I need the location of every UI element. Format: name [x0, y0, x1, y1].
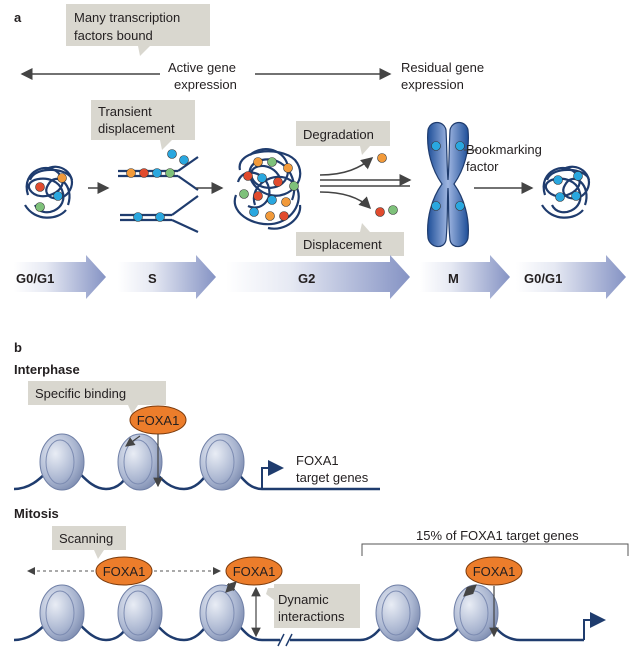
- panel-b-letter: b: [14, 340, 22, 355]
- displacement-callout: Displacement: [296, 223, 404, 256]
- tf-dots-g0g1-right: [553, 171, 583, 202]
- interphase-foxa1: FOXA1: [129, 405, 187, 435]
- interphase-heading: Interphase: [14, 362, 80, 377]
- interphase-nucleosome-2: [117, 433, 163, 491]
- specific-binding-callout: Specific binding: [28, 381, 166, 414]
- transient-callout: Transient displacement: [91, 100, 195, 150]
- degradation-callout: Degradation: [296, 121, 390, 155]
- active-expr-line2: expression: [174, 77, 237, 92]
- displaced-tf-dot-red: [375, 207, 385, 217]
- transient-line2: displacement: [98, 121, 175, 136]
- mitosis-foxa1-bound: FOXA1: [465, 556, 523, 586]
- mitosis-nucleosome-1: [39, 584, 85, 642]
- transient-line1: Transient: [98, 104, 152, 119]
- dynamic-line1: Dynamic: [278, 592, 329, 607]
- dynamic-line2: interactions: [278, 609, 345, 624]
- interphase-nucleosome-3: [199, 433, 245, 491]
- dynamic-callout: Dynamic interactions: [266, 584, 360, 628]
- active-expr-line1: Active gene: [168, 60, 236, 75]
- many-tf-line2: factors bound: [74, 28, 153, 43]
- mitosis-nucleosome-2: [117, 584, 163, 642]
- displaced-tf-dot-green: [388, 205, 398, 215]
- scanning-foxa1-label: FOXA1: [103, 564, 146, 579]
- target-genes-line1: FOXA1: [296, 453, 339, 468]
- phase-arrow-m: [420, 255, 510, 299]
- tf-dots-g2: [239, 157, 299, 221]
- interphase-tss-arrow: [261, 460, 284, 489]
- phase-label-s: S: [148, 271, 157, 286]
- degraded-tf-dot: [377, 153, 387, 163]
- bookmarking-line1: Bookmarking: [466, 142, 542, 157]
- mitosis-tss-arrow: [583, 612, 606, 640]
- phase-arrow-g0g1-left: [14, 255, 106, 299]
- dynamic-nucleosome-arrow: [225, 581, 237, 593]
- phase-label-g0g1-right: G0/G1: [524, 271, 562, 286]
- interphase-nucleosome-1: [39, 433, 85, 491]
- bound-foxa1-label: FOXA1: [473, 564, 516, 579]
- bookmarking-line2: factor: [466, 159, 499, 174]
- mitosis-foxa1-dynamic: FOXA1: [225, 556, 283, 586]
- mitosis-foxa1-scanning: FOXA1: [95, 556, 153, 586]
- interphase-foxa1-label: FOXA1: [137, 413, 180, 428]
- residual-expr-line1: Residual gene: [401, 60, 484, 75]
- dna-break-mark: [277, 633, 293, 647]
- mitosis-nucleosome-3: [199, 584, 245, 642]
- phase-label-g0g1-left: G0/G1: [16, 271, 54, 286]
- target-genes-line2: target genes: [296, 470, 369, 485]
- scanning-label: Scanning: [59, 531, 113, 546]
- mitosis-nucleosome-4: [375, 584, 421, 642]
- percent-bracket: [361, 543, 629, 556]
- bound-nucleosome-arrow: [463, 584, 477, 597]
- fate-arrows: [319, 157, 412, 210]
- many-tf-line1: Many transcription: [74, 10, 180, 25]
- phase-arrow-s: [118, 255, 216, 299]
- many-tf-callout: Many transcription factors bound: [66, 4, 210, 56]
- dynamic-foxa1-label: FOXA1: [233, 564, 276, 579]
- scanning-callout: Scanning: [52, 526, 126, 559]
- phase-arrow-g2: [226, 255, 410, 299]
- mitosis-heading: Mitosis: [14, 506, 59, 521]
- phase-label-g2: G2: [298, 271, 315, 286]
- percent-label: 15% of FOXA1 target genes: [416, 528, 579, 543]
- degradation-label: Degradation: [303, 127, 374, 142]
- chromatin-g0g1-right: [541, 165, 591, 219]
- phase-label-m: M: [448, 271, 459, 286]
- phase-arrow-g0g1-right: [516, 255, 626, 299]
- residual-expr-line2: expression: [401, 77, 464, 92]
- specific-binding-label: Specific binding: [35, 386, 126, 401]
- panel-a-letter: a: [14, 10, 22, 25]
- tf-dots-g0g1-left: [35, 173, 67, 212]
- displacement-label: Displacement: [303, 237, 382, 252]
- tf-dots-s-phase: [126, 149, 189, 222]
- mitotic-chromosome: [427, 121, 469, 248]
- foxa1-nucleosome-arrow: [125, 435, 141, 447]
- mitosis-nucleosome-5: [453, 584, 499, 642]
